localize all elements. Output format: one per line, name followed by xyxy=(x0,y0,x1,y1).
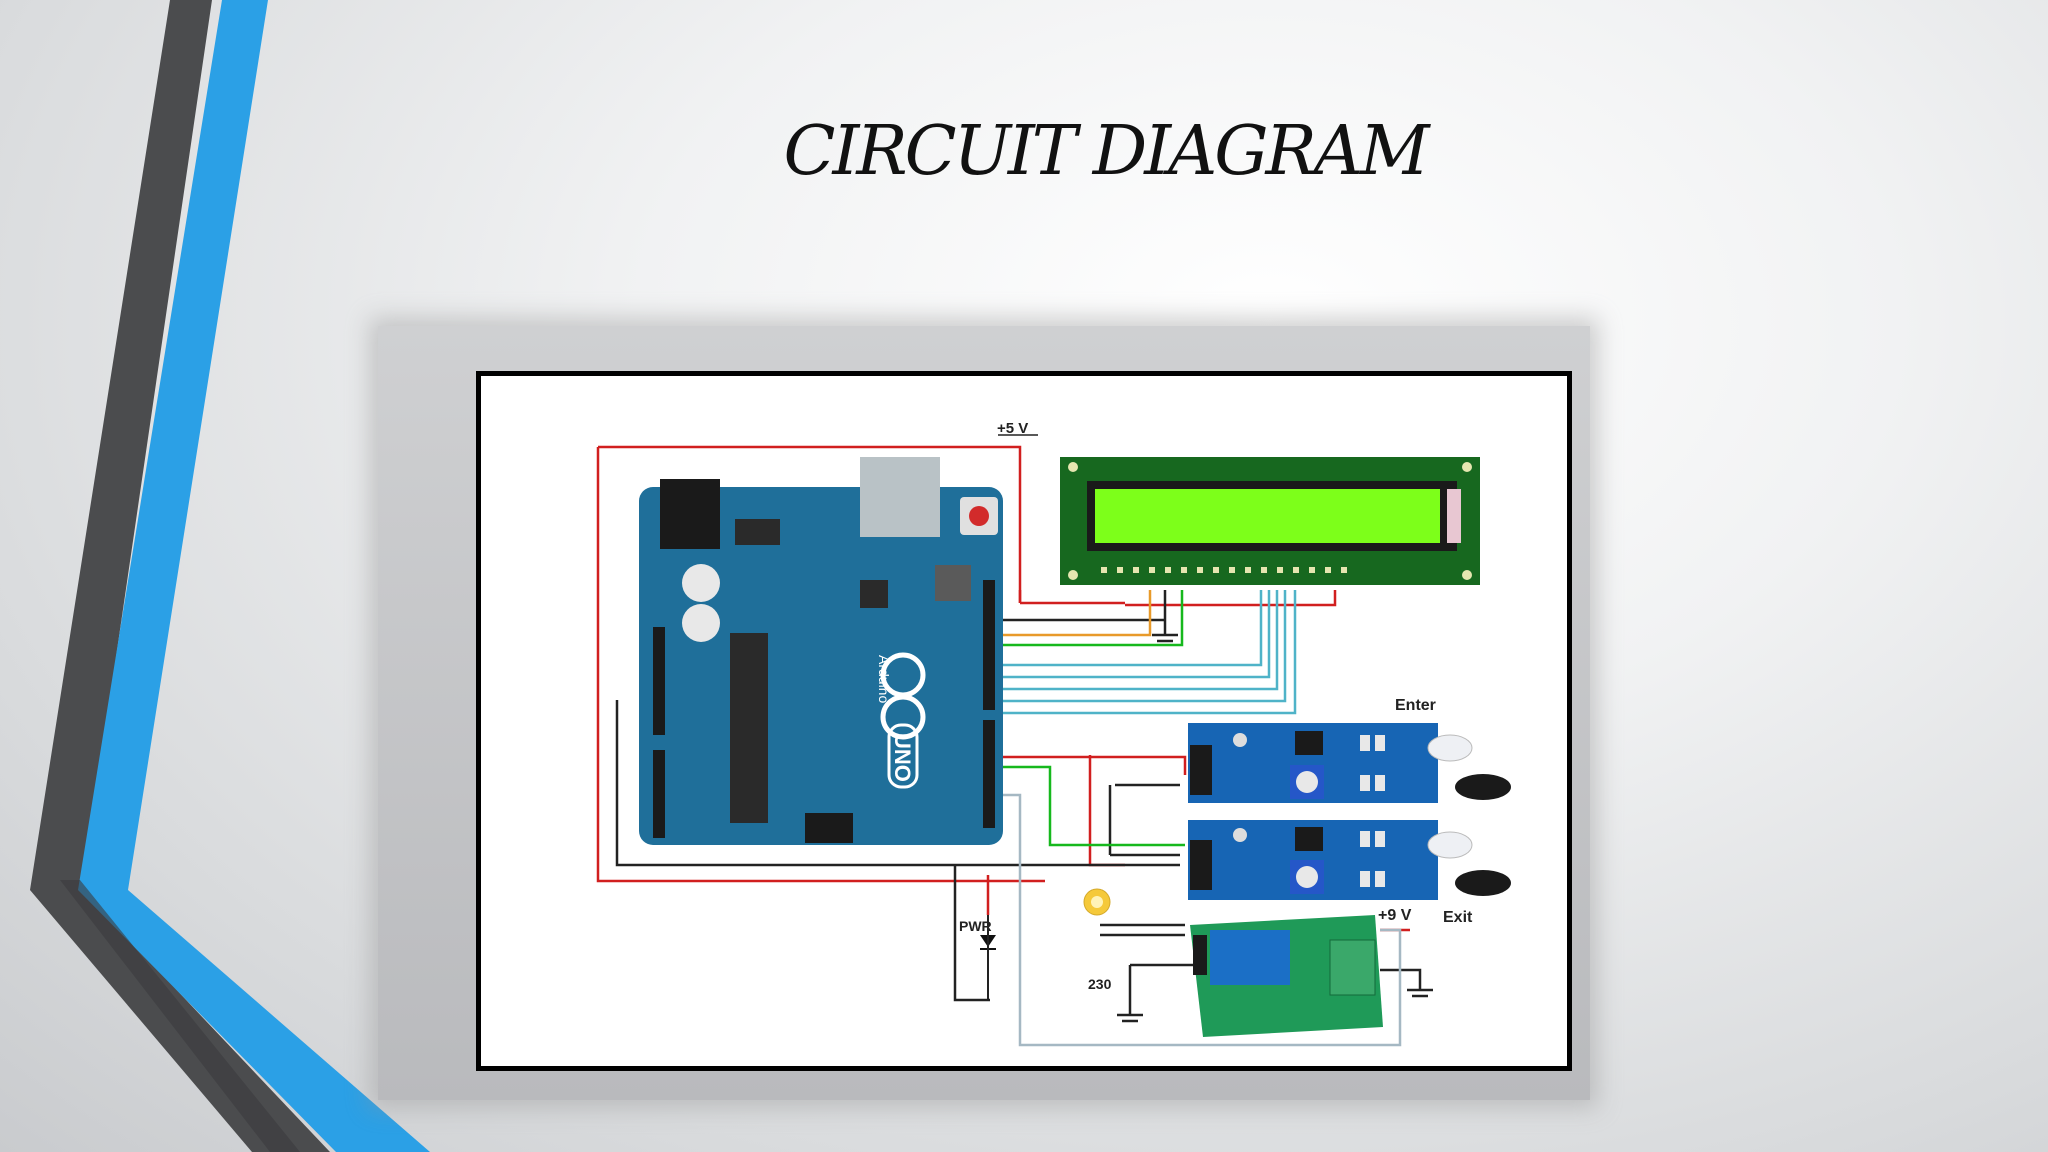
label-9v: +9 V xyxy=(1378,907,1412,924)
relay-module xyxy=(1190,915,1383,1037)
dark-inner-stripe xyxy=(60,880,300,1152)
label-230: 230 xyxy=(1088,976,1112,992)
blue-stripe xyxy=(78,0,430,1152)
power-header xyxy=(653,627,665,735)
bulb xyxy=(1083,888,1111,916)
relay xyxy=(1210,930,1290,985)
label-exit: Exit xyxy=(1443,909,1473,926)
barrel-jack xyxy=(660,479,720,549)
digital-header-bottom xyxy=(983,720,995,828)
ir-sensor-enter xyxy=(1188,723,1511,803)
slide-title: CIRCUIT DIAGRAM xyxy=(783,112,1429,191)
label-enter: Enter xyxy=(1395,697,1436,714)
circuit-diagram-image: Arduino UNO xyxy=(476,371,1572,1071)
usb-port xyxy=(860,457,940,537)
digital-header-top xyxy=(983,580,995,710)
label-pwr: PWR xyxy=(959,918,992,934)
circuit-diagram: Arduino UNO xyxy=(596,420,1511,1047)
microcontroller-chip xyxy=(730,633,768,823)
wires-data xyxy=(995,590,1402,1047)
diode xyxy=(980,915,996,1000)
board-name: UNO xyxy=(890,733,915,782)
lcd-display xyxy=(1060,457,1480,585)
board-brand: Arduino xyxy=(876,655,892,703)
label-5v: +5 V xyxy=(997,420,1028,437)
wires-ground xyxy=(615,590,1433,1023)
ir-sensor-exit xyxy=(1188,820,1511,900)
dark-stripe xyxy=(30,0,330,1152)
lcd-screen xyxy=(1095,489,1440,543)
analog-header xyxy=(653,750,665,838)
arduino-board: Arduino UNO xyxy=(639,457,1003,845)
